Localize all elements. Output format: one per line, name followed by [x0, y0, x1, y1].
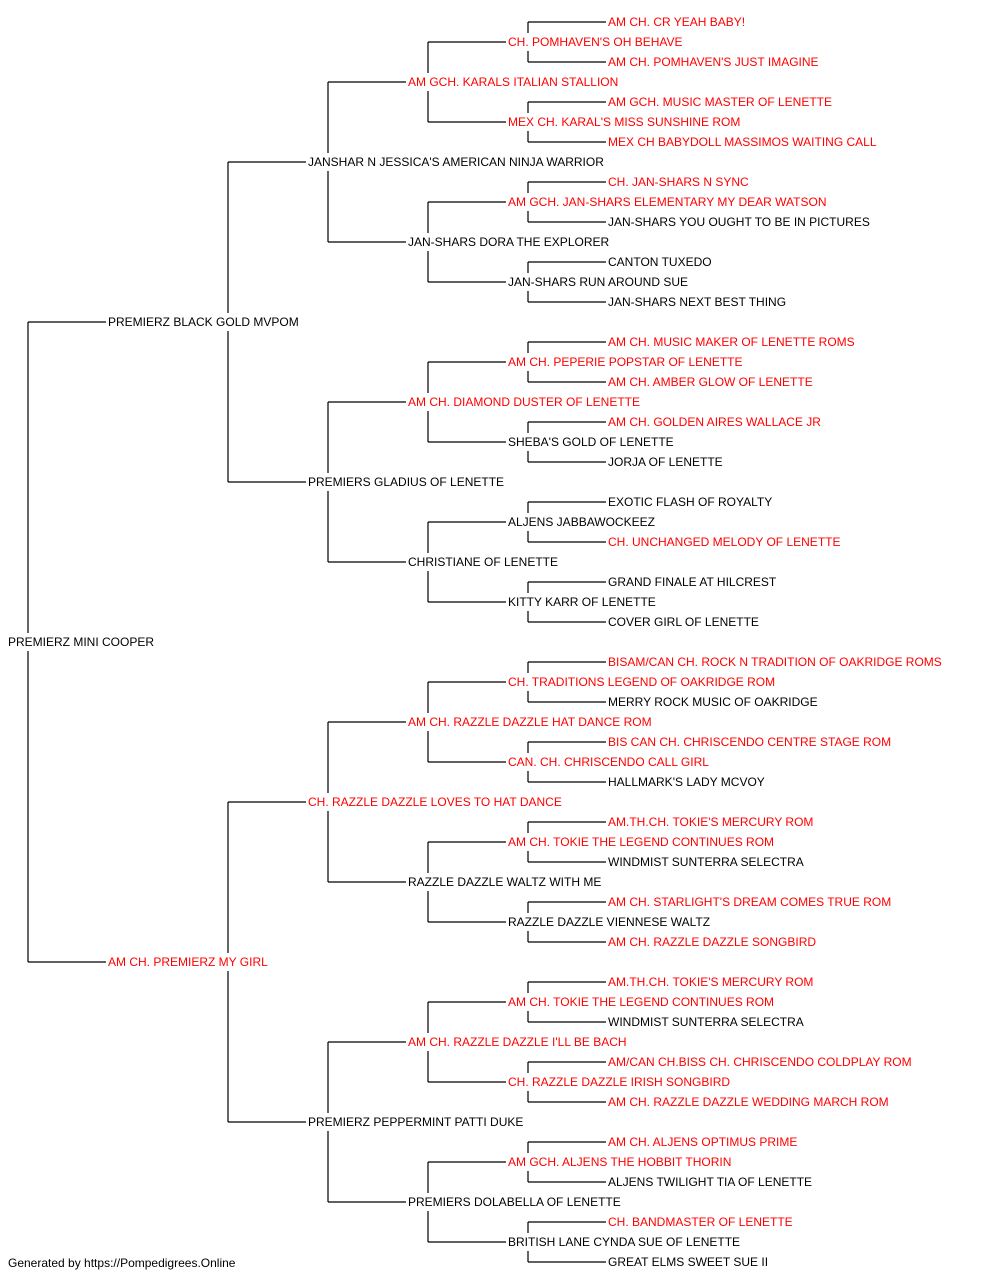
connector-lines [27, 21, 606, 1263]
dog-name-gen5: JAN-SHARS YOU OUGHT TO BE IN PICTURES [608, 215, 870, 229]
dog-name-gen3: JAN-SHARS DORA THE EXPLORER [408, 235, 609, 249]
dog-name-gen5: CH. UNCHANGED MELODY OF LENETTE [608, 535, 840, 549]
dog-name-gen2: JANSHAR N JESSICA'S AMERICAN NINJA WARRI… [308, 155, 604, 169]
dog-name-gen5: AM CH. CR YEAH BABY! [608, 15, 745, 29]
dog-name-gen5: BIS CAN CH. CHRISCENDO CENTRE STAGE ROM [608, 735, 891, 749]
dog-name-gen4: AM GCH. ALJENS THE HOBBIT THORIN [508, 1155, 731, 1169]
dog-name-gen2: PREMIERS GLADIUS OF LENETTE [308, 475, 504, 489]
dog-name-gen0: PREMIERZ MINI COOPER [8, 635, 154, 649]
dog-name-gen4: KITTY KARR OF LENETTE [508, 595, 656, 609]
dog-name-gen5: CANTON TUXEDO [608, 255, 712, 269]
dog-name-gen4: AM CH. TOKIE THE LEGEND CONTINUES ROM [508, 995, 774, 1009]
dog-name-gen3: AM GCH. KARALS ITALIAN STALLION [408, 75, 618, 89]
dog-name-gen3: CHRISTIANE OF LENETTE [408, 555, 558, 569]
dog-name-gen5: AM CH. RAZZLE DAZZLE SONGBIRD [608, 935, 816, 949]
dog-name-gen4: SHEBA'S GOLD OF LENETTE [508, 435, 674, 449]
dog-name-gen4: AM CH. TOKIE THE LEGEND CONTINUES ROM [508, 835, 774, 849]
dog-name-gen5: HALLMARK'S LADY MCVOY [608, 775, 765, 789]
dog-names: PREMIERZ MINI COOPER PREMIERZ BLACK GOLD … [8, 15, 942, 1269]
dog-name-gen2: CH. RAZZLE DAZZLE LOVES TO HAT DANCE [308, 795, 562, 809]
dog-name-gen5: JAN-SHARS NEXT BEST THING [608, 295, 786, 309]
dog-name-gen4: AM GCH. JAN-SHARS ELEMENTARY MY DEAR WAT… [508, 195, 827, 209]
dog-name-gen3: AM CH. DIAMOND DUSTER OF LENETTE [408, 395, 640, 409]
dog-name-gen5: AM CH. ALJENS OPTIMUS PRIME [608, 1135, 797, 1149]
dog-name-gen5: WINDMIST SUNTERRA SELECTRA [608, 1015, 804, 1029]
dog-name-gen5: MEX CH BABYDOLL MASSIMOS WAITING CALL [608, 135, 877, 149]
dog-name-gen5: MERRY ROCK MUSIC OF OAKRIDGE [608, 695, 818, 709]
dog-name-gen5: JORJA OF LENETTE [608, 455, 723, 469]
dog-name-gen5: BISAM/CAN CH. ROCK N TRADITION OF OAKRID… [608, 655, 942, 669]
generated-by-footer: Generated by https://Pompedigrees.Online [8, 1256, 236, 1270]
dog-name-gen5: ALJENS TWILIGHT TIA OF LENETTE [608, 1175, 812, 1189]
dog-name-gen5: COVER GIRL OF LENETTE [608, 615, 759, 629]
dog-name-gen5: CH. JAN-SHARS N SYNC [608, 175, 749, 189]
dog-name-gen5: AM GCH. MUSIC MASTER OF LENETTE [608, 95, 832, 109]
dog-name-gen1: AM CH. PREMIERZ MY GIRL [108, 955, 268, 969]
dog-name-gen4: BRITISH LANE CYNDA SUE OF LENETTE [508, 1235, 740, 1249]
dog-name-gen4: CH. POMHAVEN'S OH BEHAVE [508, 35, 683, 49]
dog-name-gen5: AM CH. RAZZLE DAZZLE WEDDING MARCH ROM [608, 1095, 889, 1109]
dog-name-gen4: MEX CH. KARAL'S MISS SUNSHINE ROM [508, 115, 740, 129]
dog-name-gen5: EXOTIC FLASH OF ROYALTY [608, 495, 772, 509]
dog-name-gen5: AM CH. GOLDEN AIRES WALLACE JR [608, 415, 821, 429]
dog-name-gen5: AM CH. MUSIC MAKER OF LENETTE ROMS [608, 335, 855, 349]
dog-name-gen5: WINDMIST SUNTERRA SELECTRA [608, 855, 804, 869]
dog-name-gen1: PREMIERZ BLACK GOLD MVPOM [108, 315, 299, 329]
dog-name-gen4: CH. RAZZLE DAZZLE IRISH SONGBIRD [508, 1075, 730, 1089]
dog-name-gen2: PREMIERZ PEPPERMINT PATTI DUKE [308, 1115, 523, 1129]
dog-name-gen5: CH. BANDMASTER OF LENETTE [608, 1215, 793, 1229]
dog-name-gen5: GREAT ELMS SWEET SUE II [608, 1255, 768, 1269]
dog-name-gen3: AM CH. RAZZLE DAZZLE HAT DANCE ROM [408, 715, 652, 729]
dog-name-gen5: AM CH. AMBER GLOW OF LENETTE [608, 375, 813, 389]
dog-name-gen3: PREMIERS DOLABELLA OF LENETTE [408, 1195, 621, 1209]
dog-name-gen5: AM.TH.CH. TOKIE'S MERCURY ROM [608, 815, 813, 829]
dog-name-gen4: AM CH. PEPERIE POPSTAR OF LENETTE [508, 355, 743, 369]
dog-name-gen5: AM CH. STARLIGHT'S DREAM COMES TRUE ROM [608, 895, 891, 909]
dog-name-gen5: AM CH. POMHAVEN'S JUST IMAGINE [608, 55, 819, 69]
dog-name-gen4: RAZZLE DAZZLE VIENNESE WALTZ [508, 915, 710, 929]
dog-name-gen5: GRAND FINALE AT HILCREST [608, 575, 777, 589]
dog-name-gen5: AM.TH.CH. TOKIE'S MERCURY ROM [608, 975, 813, 989]
dog-name-gen4: JAN-SHARS RUN AROUND SUE [508, 275, 688, 289]
dog-name-gen4: CH. TRADITIONS LEGEND OF OAKRIDGE ROM [508, 675, 775, 689]
dog-name-gen3: RAZZLE DAZZLE WALTZ WITH ME [408, 875, 601, 889]
dog-name-gen4: ALJENS JABBAWOCKEEZ [508, 515, 655, 529]
dog-name-gen5: AM/CAN CH.BISS CH. CHRISCENDO COLDPLAY R… [608, 1055, 912, 1069]
dog-name-gen4: CAN. CH. CHRISCENDO CALL GIRL [508, 755, 709, 769]
dog-name-gen3: AM CH. RAZZLE DAZZLE I'LL BE BACH [408, 1035, 627, 1049]
